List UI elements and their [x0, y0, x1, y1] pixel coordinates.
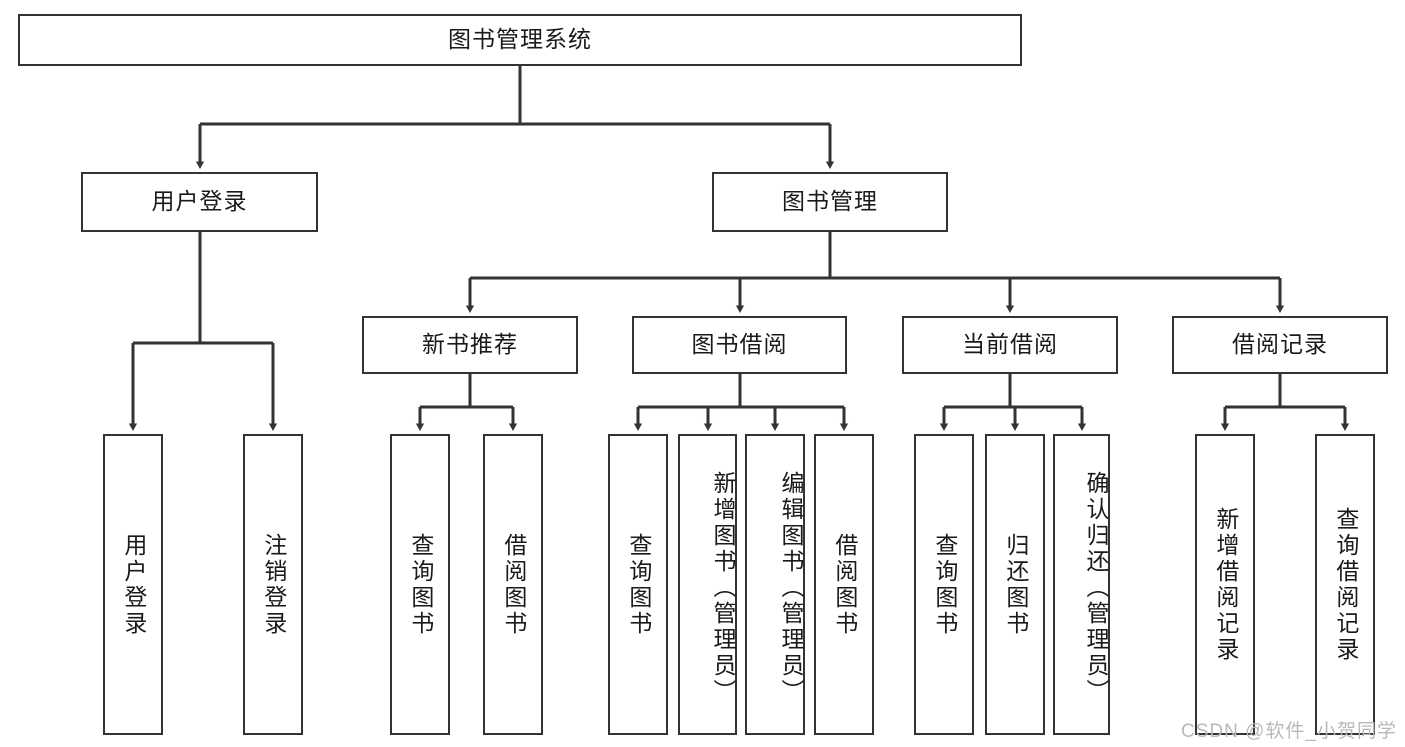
node-label-leaf-add-book: 新增图书（管理员）: [710, 470, 736, 705]
watermark: CSDN @软件_小贺同学: [1181, 721, 1397, 742]
node-leaf-add-record[interactable]: 新增借阅记录: [1195, 434, 1255, 735]
node-leaf-user-login[interactable]: 用户登录: [103, 434, 163, 735]
node-label-leaf-borrow-book: 借阅图书: [831, 532, 858, 637]
node-leaf-confirm-return[interactable]: 确认归还（管理员）: [1053, 434, 1110, 735]
node-current-borrow[interactable]: 当前借阅: [902, 316, 1118, 374]
node-borrow-record[interactable]: 借阅记录: [1172, 316, 1388, 374]
node-leaf-return-book[interactable]: 归还图书: [985, 434, 1045, 735]
node-leaf-edit-book[interactable]: 编辑图书（管理员）: [745, 434, 805, 735]
node-leaf-query-book-rec[interactable]: 查询图书: [390, 434, 450, 735]
node-label-leaf-query-book-cur: 查询图书: [931, 532, 958, 637]
node-label-leaf-query-book: 查询图书: [625, 532, 652, 637]
node-leaf-borrow-book[interactable]: 借阅图书: [814, 434, 874, 735]
node-label-leaf-user-login: 用户登录: [120, 532, 147, 637]
node-book-borrow[interactable]: 图书借阅: [632, 316, 847, 374]
node-label-leaf-return-book: 归还图书: [1002, 532, 1029, 637]
node-label-borrow-record: 借阅记录: [1232, 331, 1328, 358]
node-label-user-login: 用户登录: [151, 188, 248, 215]
node-root[interactable]: 图书管理系统: [18, 14, 1022, 66]
node-leaf-query-book-cur[interactable]: 查询图书: [914, 434, 974, 735]
node-label-leaf-borrow-book-rec: 借阅图书: [500, 532, 527, 637]
node-label-leaf-query-book-rec: 查询图书: [407, 532, 434, 637]
node-leaf-logout[interactable]: 注销登录: [243, 434, 303, 735]
node-leaf-borrow-book-rec[interactable]: 借阅图书: [483, 434, 543, 735]
node-book-manage[interactable]: 图书管理: [712, 172, 948, 232]
node-label-root: 图书管理系统: [448, 26, 592, 53]
node-leaf-add-book[interactable]: 新增图书（管理员）: [678, 434, 737, 735]
node-new-book-recommend[interactable]: 新书推荐: [362, 316, 578, 374]
node-label-leaf-confirm-return: 确认归还（管理员）: [1083, 470, 1109, 705]
node-label-current-borrow: 当前借阅: [962, 331, 1058, 358]
node-label-leaf-logout: 注销登录: [260, 532, 287, 637]
node-label-leaf-edit-book: 编辑图书（管理员）: [778, 470, 804, 705]
node-leaf-query-record[interactable]: 查询借阅记录: [1315, 434, 1375, 735]
node-user-login[interactable]: 用户登录: [81, 172, 318, 232]
node-label-book-borrow: 图书借阅: [691, 331, 788, 358]
node-label-leaf-add-record: 新增借阅记录: [1212, 506, 1239, 663]
node-label-new-book-recommend: 新书推荐: [422, 331, 518, 358]
node-leaf-query-book[interactable]: 查询图书: [608, 434, 668, 735]
node-label-leaf-query-record: 查询借阅记录: [1332, 506, 1359, 663]
node-label-book-manage: 图书管理: [782, 188, 878, 215]
